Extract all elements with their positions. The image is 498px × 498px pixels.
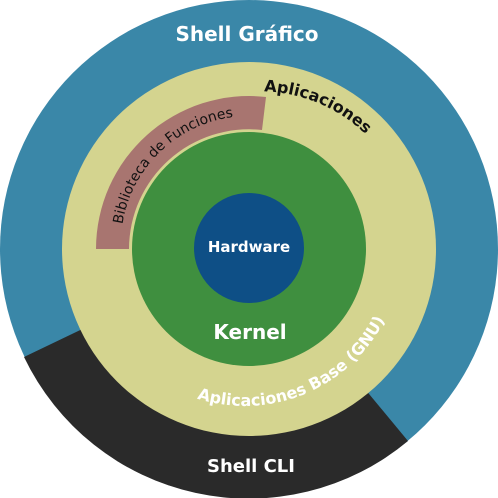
hardware-core (194, 193, 304, 303)
cli-shell-label: Shell CLI (207, 456, 295, 477)
hardware-label: Hardware (208, 238, 290, 256)
graphical-shell-label: Shell Gráfico (175, 22, 318, 46)
kernel-label: Kernel (213, 320, 286, 344)
function-library-band (96, 96, 266, 250)
